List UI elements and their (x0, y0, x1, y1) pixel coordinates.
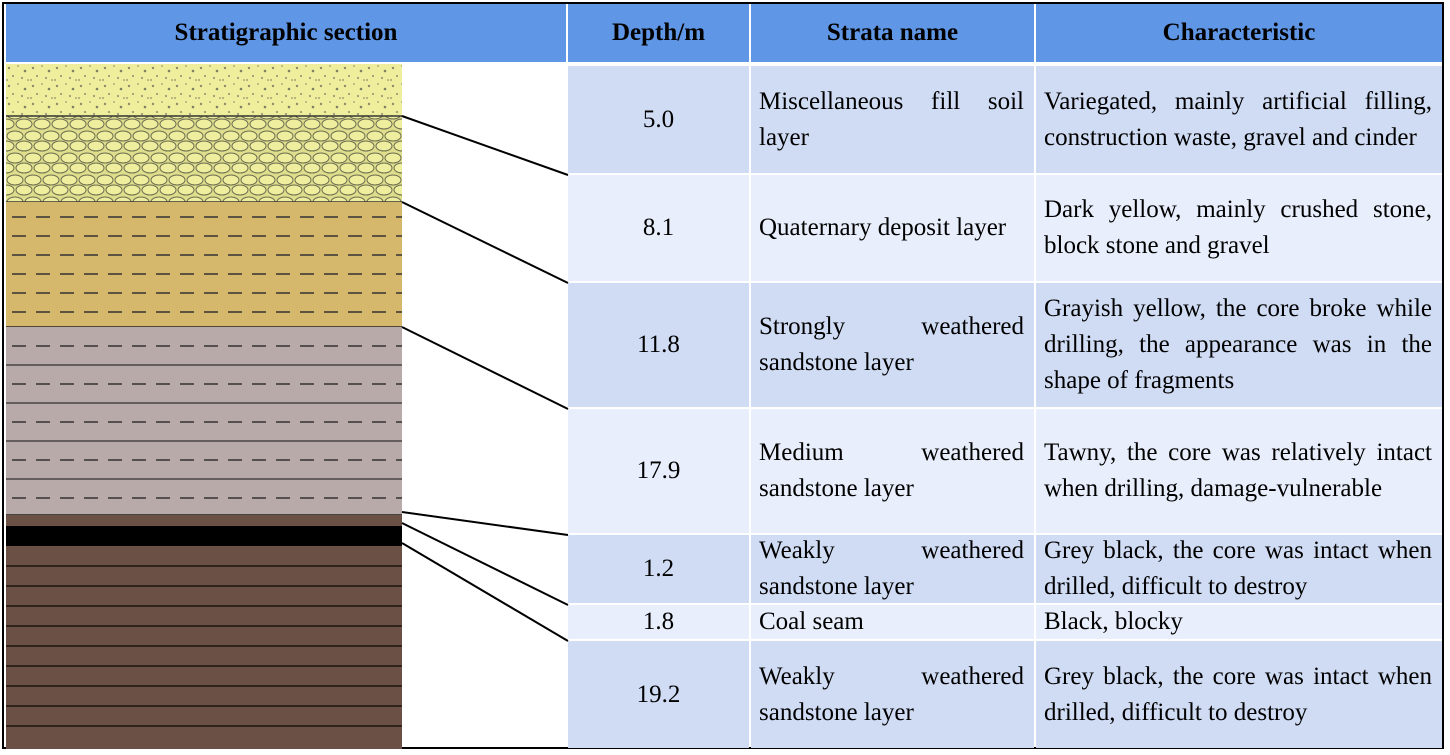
characteristic-cell: Grey black, the core was intact when dri… (1036, 535, 1442, 603)
layer-medium-weathered (6, 327, 402, 515)
strata-name-cell: Strongly weathered sandstone layer (751, 283, 1034, 407)
depth-cell: 11.8 (568, 283, 749, 407)
strata-name-cell-text: Weakly weathered sandstone layer (759, 662, 1024, 726)
characteristic-cell: Black, blocky (1036, 605, 1442, 639)
depth-cell: 8.1 (568, 175, 749, 281)
layer-fill-soil (6, 64, 402, 116)
depth-cell-text: 1.2 (642, 555, 675, 582)
header-strata-name-label: Strata name (826, 19, 959, 46)
characteristic-cell-text: Dark yellow, mainly crushed stone, block… (1044, 196, 1432, 259)
depth-cell-text: 8.1 (642, 214, 675, 241)
depth-cell-text: 11.8 (637, 331, 680, 358)
header-characteristic: Characteristic (1036, 4, 1442, 62)
depth-cell-text: 1.8 (642, 608, 675, 635)
strata-name-cell-text: Strongly weathered sandstone layer (759, 313, 1024, 376)
depth-cell: 1.8 (568, 605, 749, 639)
depth-cell: 19.2 (568, 641, 749, 748)
header-characteristic-label: Characteristic (1162, 19, 1316, 46)
layer-strong-weathered (6, 202, 402, 327)
strata-name-cell: Miscellaneous fill soil layer (751, 66, 1034, 173)
depth-cell: 5.0 (568, 66, 749, 173)
characteristic-cell-text: Grey black, the core was intact when dri… (1044, 537, 1432, 600)
depth-cell: 1.2 (568, 535, 749, 603)
layer-quaternary (6, 116, 402, 202)
strata-name-cell-text: Weakly weathered sandstone layer (759, 537, 1024, 600)
header-stratigraphic-section: Stratigraphic section (6, 4, 566, 62)
depth-cell: 17.9 (568, 409, 749, 533)
header-depth: Depth/m (568, 4, 749, 62)
strata-name-cell: Medium weathered sandstone layer (751, 409, 1034, 533)
characteristic-cell-text: Variegated, mainly artificial filling, c… (1044, 87, 1432, 151)
header-strata-name: Strata name (751, 4, 1034, 62)
strata-name-cell: Weakly weathered sandstone layer (751, 535, 1034, 603)
strata-name-cell-text: Quaternary deposit layer (759, 214, 1007, 241)
strata-name-cell: Coal seam (751, 605, 1034, 639)
header-depth-label: Depth/m (611, 19, 706, 46)
depth-cell-text: 5.0 (642, 105, 675, 133)
stratigraphic-column (6, 64, 402, 749)
layer-weak-weathered-lower (6, 546, 402, 749)
characteristic-cell: Grey black, the core was intact when dri… (1036, 641, 1442, 748)
characteristic-cell: Grayish yellow, the core broke while dri… (1036, 283, 1442, 407)
characteristic-cell-text: Grey black, the core was intact when dri… (1044, 662, 1432, 726)
characteristic-cell-text: Grayish yellow, the core broke while dri… (1044, 295, 1432, 394)
depth-cell-text: 19.2 (636, 680, 681, 708)
strata-name-cell-text: Coal seam (759, 608, 864, 635)
characteristic-cell: Dark yellow, mainly crushed stone, block… (1036, 175, 1442, 281)
depth-cell-text: 17.9 (636, 457, 681, 484)
characteristic-cell-text: Black, blocky (1044, 608, 1183, 635)
strata-name-cell: Quaternary deposit layer (751, 175, 1034, 281)
strata-name-cell-text: Miscellaneous fill soil layer (759, 87, 1024, 151)
characteristic-cell: Tawny, the core was relatively intact wh… (1036, 409, 1442, 533)
stratigraphic-column-graphic (6, 64, 402, 749)
layer-weak-weathered-upper (6, 515, 402, 526)
characteristic-cell: Variegated, mainly artificial filling, c… (1036, 66, 1442, 173)
header-stratigraphic-section-label: Stratigraphic section (174, 19, 398, 46)
layer-coal (6, 526, 402, 546)
strata-name-cell-text: Medium weathered sandstone layer (759, 439, 1024, 502)
strata-name-cell: Weakly weathered sandstone layer (751, 641, 1034, 748)
characteristic-cell-text: Tawny, the core was relatively intact wh… (1044, 439, 1432, 502)
